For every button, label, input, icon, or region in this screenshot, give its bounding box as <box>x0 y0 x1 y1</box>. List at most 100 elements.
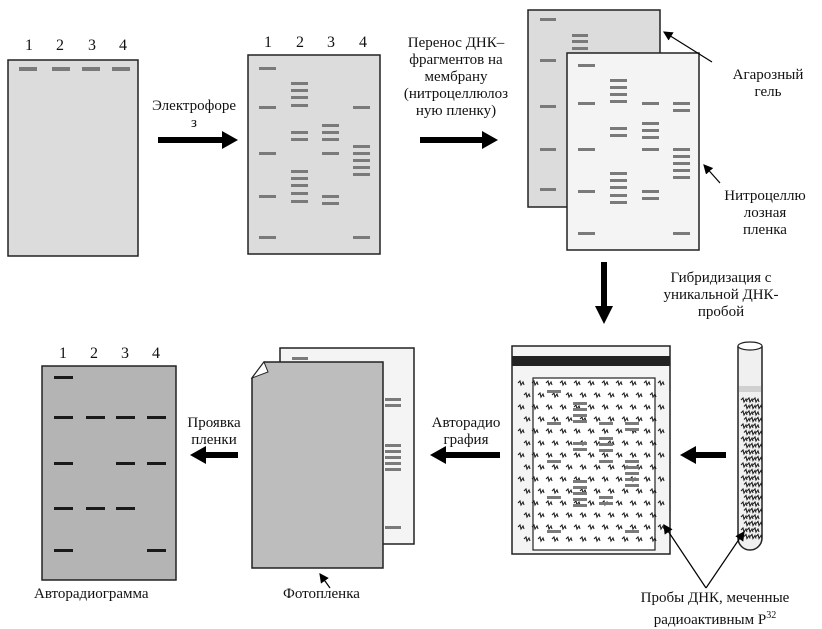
probe-squiggle <box>517 499 525 507</box>
probe-squiggle <box>740 448 748 456</box>
probe-squiggle <box>607 463 615 471</box>
pointer-agarose <box>662 31 713 63</box>
probe-squiggle <box>587 403 595 411</box>
probe-squiggle <box>743 520 751 527</box>
autoradiogram <box>41 365 177 581</box>
probe-squiggle <box>615 499 623 507</box>
probe-squiggle <box>523 463 531 471</box>
lane-label-4: 4 <box>359 34 367 51</box>
probe-squiggle <box>743 429 751 436</box>
probe-squiggle <box>752 461 760 469</box>
probe-squiggle <box>551 535 559 543</box>
probe-squiggle <box>643 475 651 483</box>
probe-squiggle <box>755 507 763 514</box>
probe-squiggle <box>537 439 545 447</box>
probe-squiggle <box>551 511 559 519</box>
probe-squiggle <box>517 427 525 435</box>
probe-squiggle <box>746 526 754 534</box>
probe-squiggle <box>657 379 665 387</box>
probe-squiggle <box>593 463 601 471</box>
probe-squiggle <box>573 451 581 459</box>
probe-squiggle <box>749 520 757 527</box>
probe-squiggle <box>587 427 595 435</box>
pointer-nitrocellulose <box>703 164 721 184</box>
pointer-probe-tube <box>705 531 745 589</box>
probe-squiggle <box>531 523 539 531</box>
probe-squiggle <box>746 487 754 495</box>
probe-squiggle <box>607 535 615 543</box>
lane-label-1: 1 <box>25 37 33 54</box>
probe-squiggle <box>755 442 763 449</box>
lane-label-2: 2 <box>56 37 64 54</box>
probe-squiggle <box>740 474 748 482</box>
probe-squiggle <box>752 526 760 534</box>
probe-squiggle <box>607 415 615 423</box>
probe-squiggle <box>551 487 559 495</box>
probe-squiggle <box>743 481 751 488</box>
probe-squiggle <box>755 481 763 488</box>
probe-squiggle <box>565 487 573 495</box>
probe-squiggle <box>517 403 525 411</box>
probe-squiggle <box>545 475 553 483</box>
probe-squiggle <box>523 535 531 543</box>
probe-squiggle <box>746 396 754 404</box>
lane-label-4: 4 <box>119 37 127 54</box>
probe-squiggle <box>565 511 573 519</box>
probe-squiggle <box>551 463 559 471</box>
probe-squiggle <box>629 379 637 387</box>
probe-squiggle <box>545 499 553 507</box>
probe-squiggle <box>643 451 651 459</box>
probe-squiggle <box>593 415 601 423</box>
film <box>250 347 415 569</box>
probe-squiggle <box>752 474 760 482</box>
probe-squiggle <box>657 451 665 459</box>
probe-squiggle <box>746 474 754 482</box>
probe-squiggle <box>537 391 545 399</box>
probe-squiggle <box>607 487 615 495</box>
probe-squiggle <box>615 379 623 387</box>
probe-squiggle <box>545 403 553 411</box>
probe-squiggle <box>551 439 559 447</box>
probe-squiggle <box>517 379 525 387</box>
gel-separated <box>247 54 381 255</box>
lane-label-4: 4 <box>152 345 160 362</box>
probe-squiggle <box>743 533 751 540</box>
probe-squiggle <box>593 487 601 495</box>
pointer-probe-bag <box>663 524 707 589</box>
probe-squiggle <box>657 427 665 435</box>
probe-squiggle <box>643 523 651 531</box>
pointer-film <box>319 573 331 589</box>
probe-squiggle <box>621 415 629 423</box>
label-probes-line1: Пробы ДНК, меченные <box>640 590 790 606</box>
probe-squiggle <box>749 507 757 514</box>
probe-squiggle <box>559 451 567 459</box>
probe-squiggle <box>752 448 760 456</box>
probe-squiggle <box>749 533 757 540</box>
probe-squiggle <box>517 475 525 483</box>
lane-label-2: 2 <box>90 345 98 362</box>
probe-squiggle <box>749 468 757 475</box>
probe-squiggle <box>746 448 754 456</box>
probe-squiggle <box>559 379 567 387</box>
probe-squiggle <box>607 391 615 399</box>
probe-squiggle <box>743 494 751 501</box>
probe-squiggle <box>565 391 573 399</box>
probe-squiggle <box>752 435 760 443</box>
probe-squiggle <box>649 487 657 495</box>
label-developing: Проявка пленки <box>187 415 241 448</box>
label-agarose-gel: Агарозный гель <box>732 67 804 100</box>
probe-squiggle <box>537 463 545 471</box>
probe-squiggle <box>643 379 651 387</box>
probe-squiggle <box>601 523 609 531</box>
probe-squiggle <box>531 427 539 435</box>
probe-squiggle <box>593 535 601 543</box>
probe-squiggle <box>517 451 525 459</box>
probe-squiggle <box>752 513 760 521</box>
probe-squiggle <box>649 415 657 423</box>
probe-squiggle <box>643 427 651 435</box>
label-probes-line2: радиоактивным Р <box>653 612 767 628</box>
label-photofilm: Фотопленка <box>283 586 360 602</box>
